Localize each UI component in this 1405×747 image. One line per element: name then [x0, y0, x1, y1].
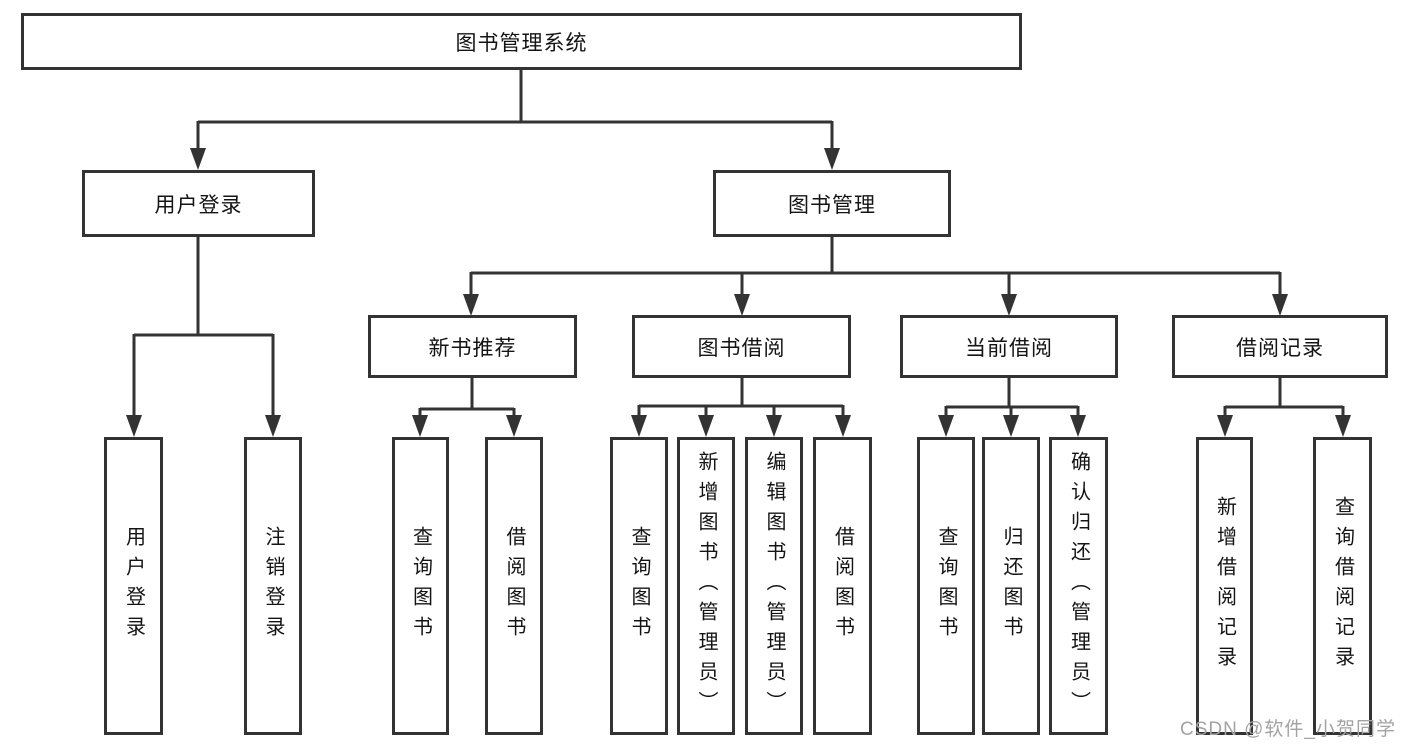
node-library-management-system: 图书管理系统 — [21, 13, 1022, 70]
connector-book-management — [463, 237, 1288, 316]
leaf-label: 确认归还（管理员） — [1067, 451, 1090, 721]
leaf-label: 查询图书 — [409, 526, 432, 646]
node-label: 当前借阅 — [965, 336, 1053, 360]
leaf-bb-borrow-book: 借阅图书 — [813, 437, 872, 735]
node-book-borrowing: 图书借阅 — [632, 315, 851, 378]
leaf-label: 注销登录 — [262, 526, 284, 646]
node-label: 新书推荐 — [428, 336, 517, 360]
leaf-label: 用户登录 — [122, 526, 145, 646]
node-borrowing-records: 借阅记录 — [1172, 315, 1388, 378]
node-new-book-recommendation: 新书推荐 — [368, 315, 577, 378]
connector-current-borrowing — [938, 378, 1086, 437]
leaf-nr-borrow-book: 借阅图书 — [485, 437, 543, 735]
leaf-nr-query-book: 查询图书 — [392, 437, 449, 735]
connector-borrowing-records — [1217, 378, 1351, 437]
leaf-label: 查询图书 — [935, 526, 957, 646]
leaf-label: 查询借阅记录 — [1331, 496, 1354, 676]
leaf-label: 新增借阅记录 — [1213, 496, 1236, 676]
leaf-bb-add-book-admin: 新增图书（管理员） — [677, 437, 735, 735]
watermark-text: CSDN @软件_小贺同学 — [1180, 719, 1396, 740]
node-label: 图书管理系统 — [455, 31, 588, 55]
connector-user-login — [126, 237, 281, 437]
leaf-label: 新增图书（管理员） — [695, 451, 717, 721]
node-current-borrowing: 当前借阅 — [900, 315, 1118, 378]
leaf-br-query-borrow-record: 查询借阅记录 — [1313, 437, 1372, 735]
leaf-user-login: 用户登录 — [104, 437, 163, 735]
leaf-br-add-borrow-record: 新增借阅记录 — [1196, 437, 1253, 735]
leaf-label: 借阅图书 — [503, 526, 525, 646]
leaf-bb-edit-book-admin: 编辑图书（管理员） — [745, 437, 803, 735]
connector-book-borrowing — [631, 378, 851, 437]
node-user-login: 用户登录 — [82, 170, 315, 237]
node-label: 图书借阅 — [697, 336, 786, 360]
node-label: 用户登录 — [154, 193, 243, 217]
connector-new-book-recommendation — [412, 378, 522, 437]
node-label: 图书管理 — [788, 193, 876, 217]
connector-root — [190, 70, 840, 170]
node-label: 借阅记录 — [1236, 336, 1324, 360]
leaf-bb-query-book: 查询图书 — [610, 437, 668, 735]
leaf-label: 借阅图书 — [831, 526, 854, 646]
node-book-management: 图书管理 — [713, 170, 951, 237]
leaf-label: 查询图书 — [628, 526, 650, 646]
leaf-label: 归还图书 — [1000, 526, 1022, 646]
leaf-cb-confirm-return-admin: 确认归还（管理员） — [1049, 437, 1108, 735]
leaf-cb-return-book: 归还图书 — [982, 437, 1040, 735]
leaf-label: 编辑图书（管理员） — [763, 451, 785, 721]
leaf-logout: 注销登录 — [244, 437, 302, 735]
leaf-cb-query-book: 查询图书 — [917, 437, 975, 735]
